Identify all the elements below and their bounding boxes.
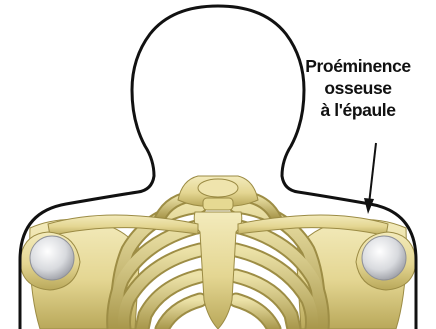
annotation-label: Proéminence osseuse à l'épaule [292, 55, 424, 121]
annotation-line-2: osseuse [292, 77, 424, 99]
annotation-line-3: à l'épaule [292, 99, 424, 121]
annotation-line-1: Proéminence [292, 55, 424, 77]
